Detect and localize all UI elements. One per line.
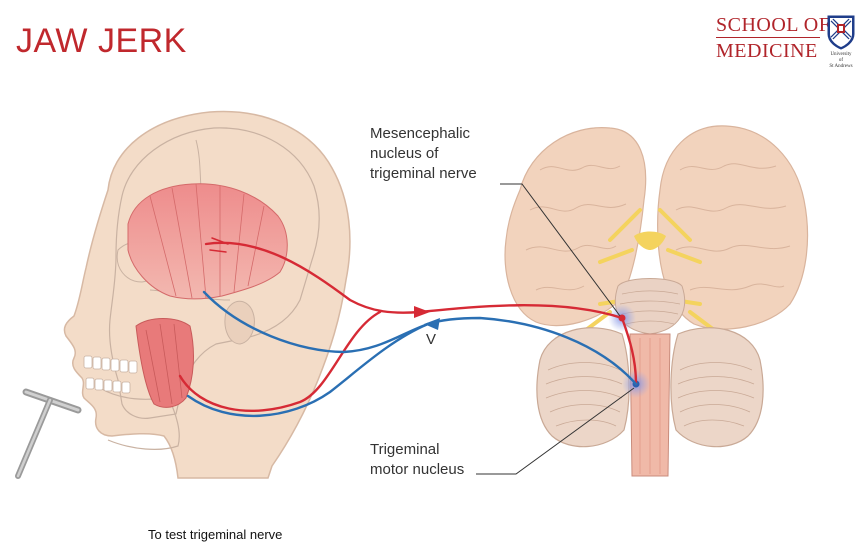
cerebellum-right [671, 328, 763, 447]
reflex-hammer [18, 392, 78, 476]
label-nerve-v: V [426, 330, 436, 350]
ear [225, 301, 254, 344]
label-mesencephalic-nucleus: Mesencephalic nucleus of trigeminal nerv… [370, 124, 477, 184]
efferent-arrow-icon [424, 318, 440, 330]
label-motor-line-1: Trigeminal [370, 440, 464, 460]
brain-illustration [505, 126, 808, 476]
label-mesencephalic-line-3: trigeminal nerve [370, 164, 477, 184]
slide-caption: To test trigeminal nerve [148, 527, 282, 542]
label-trigeminal-motor-nucleus: Trigeminal motor nucleus [370, 440, 464, 480]
label-motor-line-2: motor nucleus [370, 460, 464, 480]
afferent-arrow-icon [414, 306, 430, 318]
label-mesencephalic-line-2: nucleus of [370, 144, 477, 164]
label-mesencephalic-line-1: Mesencephalic [370, 124, 477, 144]
